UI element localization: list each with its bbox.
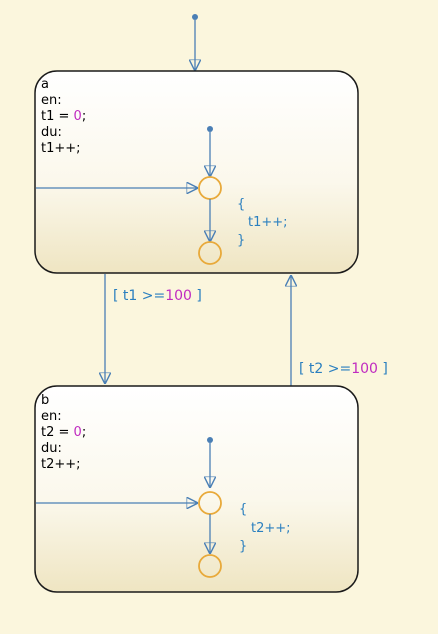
- transition-a-to-b-label[interactable]: [ t1 >=100 ]: [113, 288, 202, 304]
- state-a-box[interactable]: [34, 70, 359, 274]
- inner-action-close-a: }: [237, 233, 245, 248]
- state-a-during-action: t1++;: [41, 141, 81, 156]
- junction-b-2[interactable]: [198, 554, 222, 578]
- state-a-entry-action: t1 = 0;: [41, 109, 86, 124]
- state-a-entry-label: en:: [41, 93, 62, 108]
- state-b-entry-action: t2 = 0;: [41, 425, 86, 440]
- state-b-name: b: [41, 393, 49, 408]
- inner-action-open-b: {: [239, 502, 247, 517]
- state-a[interactable]: a en: t1 = 0; du: t1++; { t1++; }: [34, 70, 359, 274]
- state-b-during-action: t2++;: [41, 457, 81, 472]
- junction-a-2[interactable]: [198, 241, 222, 265]
- inner-action-close-b: }: [239, 539, 247, 554]
- inner-action-b: t2++;: [251, 521, 291, 536]
- default-transition-dot-a[interactable]: [192, 14, 198, 20]
- state-a-name: a: [41, 77, 49, 92]
- state-b-entry-label: en:: [41, 409, 62, 424]
- state-b[interactable]: b en: t2 = 0; du: t2++; { t2++; }: [34, 385, 359, 593]
- inner-default-dot-a[interactable]: [207, 126, 213, 132]
- state-a-during-label: du:: [41, 125, 62, 140]
- inner-action-a: t1++;: [248, 215, 288, 230]
- inner-action-open-a: {: [237, 197, 245, 212]
- state-b-box[interactable]: [34, 385, 359, 593]
- transition-b-to-a-label[interactable]: [ t2 >=100 ]: [299, 361, 388, 377]
- state-b-during-label: du:: [41, 441, 62, 456]
- inner-default-dot-b[interactable]: [207, 437, 213, 443]
